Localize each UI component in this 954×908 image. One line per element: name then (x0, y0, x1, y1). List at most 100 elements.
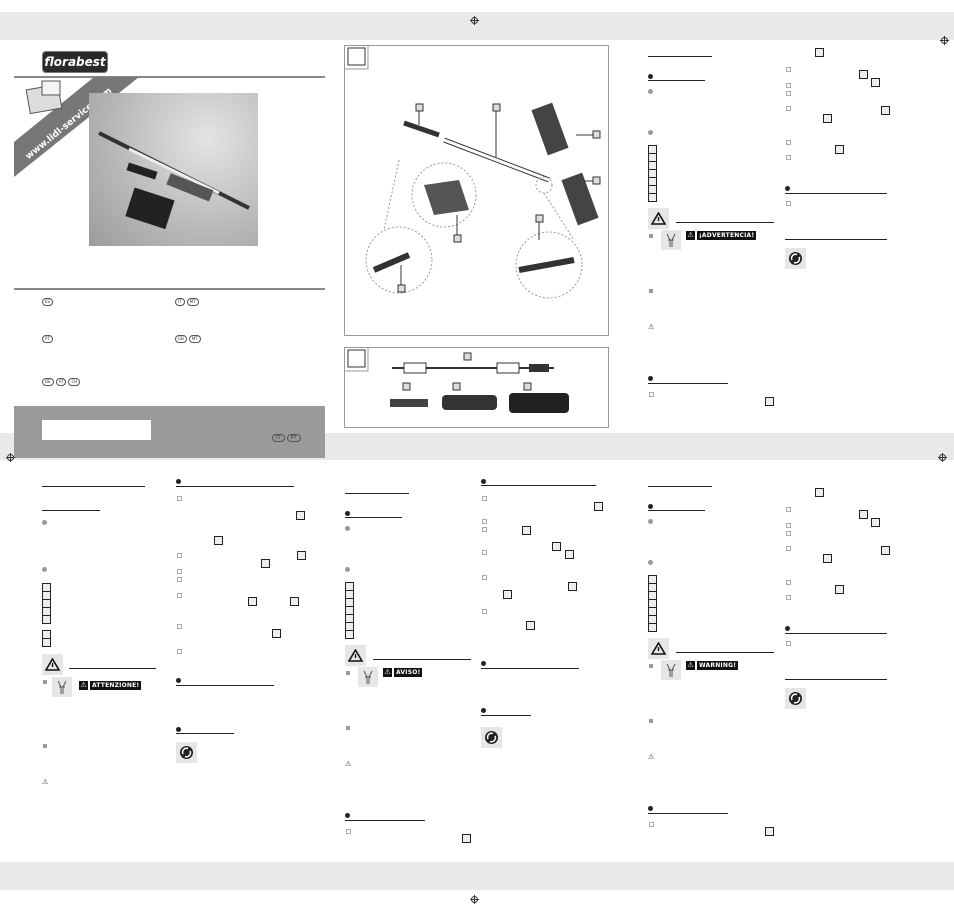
warning-mini-icon: ⚠ (383, 668, 392, 677)
part-number-box (565, 550, 574, 559)
language-item-es: ES (42, 298, 54, 306)
cover-divider-top (14, 76, 325, 78)
language-item-pt: PT (42, 335, 53, 343)
list-bullet (786, 67, 791, 72)
section-bullet (345, 511, 350, 516)
list-bullet (177, 569, 182, 574)
list-bullet (786, 523, 791, 528)
part-number-box (823, 114, 832, 123)
list-bullet (786, 155, 791, 160)
warning-label-text: ATTENZIONE! (90, 681, 142, 690)
part-number-box (815, 48, 824, 57)
green-dot-recycling-icon (176, 742, 197, 763)
cover-footer-label-box (42, 420, 151, 440)
registration-mark-icon (938, 447, 947, 462)
list-bullet (786, 140, 791, 145)
list-bullet (482, 496, 487, 501)
section-bullet (176, 678, 181, 683)
list-bullet (649, 719, 653, 723)
section-bullet (481, 479, 486, 484)
section-bullet (648, 504, 653, 509)
list-bullet (177, 577, 182, 582)
list-bullet (482, 550, 487, 555)
section-rule (785, 633, 887, 634)
list-bullet (786, 595, 791, 600)
part-number-box (297, 551, 306, 560)
list-bullet (177, 593, 182, 598)
warning-section-rule (373, 659, 471, 660)
section-bullet (481, 661, 486, 666)
section-rule (785, 679, 887, 680)
bottom-trim-strip (0, 862, 954, 890)
warning-label-it: ⚠ATTENZIONE! (79, 681, 142, 690)
child-hazard-icon (661, 230, 681, 250)
part-number-box (290, 597, 299, 606)
part-number-box (594, 502, 603, 511)
part-number-box (345, 630, 354, 639)
list-bullet (649, 392, 654, 397)
list-bullet (177, 553, 182, 558)
part-number-box (835, 585, 844, 594)
part-number-box (859, 510, 868, 519)
part-number-box (261, 559, 270, 568)
registration-mark-icon (470, 889, 479, 904)
list-bullet (649, 234, 653, 238)
part-number-box (765, 397, 774, 406)
warning-section-rule (69, 668, 156, 669)
warning-mini-icon: ⚠ (686, 231, 695, 240)
part-number-box (522, 526, 531, 535)
warning-triangle-icon (345, 645, 366, 666)
section-rule (345, 517, 402, 518)
section-bullet (345, 813, 350, 818)
gray-bullet (648, 89, 653, 94)
gray-bullet (648, 560, 653, 565)
list-bullet (346, 829, 351, 834)
section-rule (42, 510, 100, 511)
warning-mini-icon: ⚠ (79, 681, 88, 690)
registration-mark-icon (940, 30, 949, 45)
list-bullet (177, 649, 182, 654)
part-number-box (462, 834, 471, 843)
product-illustration (98, 131, 250, 230)
gray-bullet (42, 567, 47, 572)
chapter-rule (42, 486, 145, 487)
section-rule (785, 239, 887, 240)
list-bullet (43, 680, 47, 684)
brand-logo: florabest (42, 51, 108, 73)
gray-bullet (648, 130, 653, 135)
list-bullet (786, 201, 791, 206)
section-bullet (785, 186, 790, 191)
registration-mark-icon (470, 10, 479, 25)
list-bullet (786, 580, 791, 585)
section-bullet (176, 479, 181, 484)
part-number-box (568, 582, 577, 591)
caution-small-icon: ⚠ (648, 753, 655, 761)
section-bullet (648, 806, 653, 811)
part-number-box (552, 542, 561, 551)
warning-label-text: AVISO! (394, 668, 423, 677)
list-bullet (177, 496, 182, 501)
part-number-box (823, 554, 832, 563)
warning-label-es: ⚠¡ADVERTENCIA! (686, 231, 757, 240)
list-bullet (786, 641, 791, 646)
green-dot-recycling-icon (785, 688, 806, 709)
warning-triangle-icon (42, 654, 63, 675)
section-rule (176, 486, 294, 487)
part-number-box (272, 629, 281, 638)
section-bullet (648, 74, 653, 79)
list-bullet (649, 822, 654, 827)
list-bullet (482, 527, 487, 532)
section-bullet (176, 727, 181, 732)
warning-triangle-icon (648, 208, 669, 229)
brand-logo-text: florabest (44, 55, 106, 69)
part-number-box (859, 70, 868, 79)
list-bullet (482, 575, 487, 580)
section-bullet (481, 708, 486, 713)
green-dot-recycling-icon (481, 727, 502, 748)
part-number-box (42, 638, 51, 647)
warning-mini-icon: ⚠ (686, 661, 695, 670)
part-number-box (503, 590, 512, 599)
chapter-rule (648, 486, 712, 487)
